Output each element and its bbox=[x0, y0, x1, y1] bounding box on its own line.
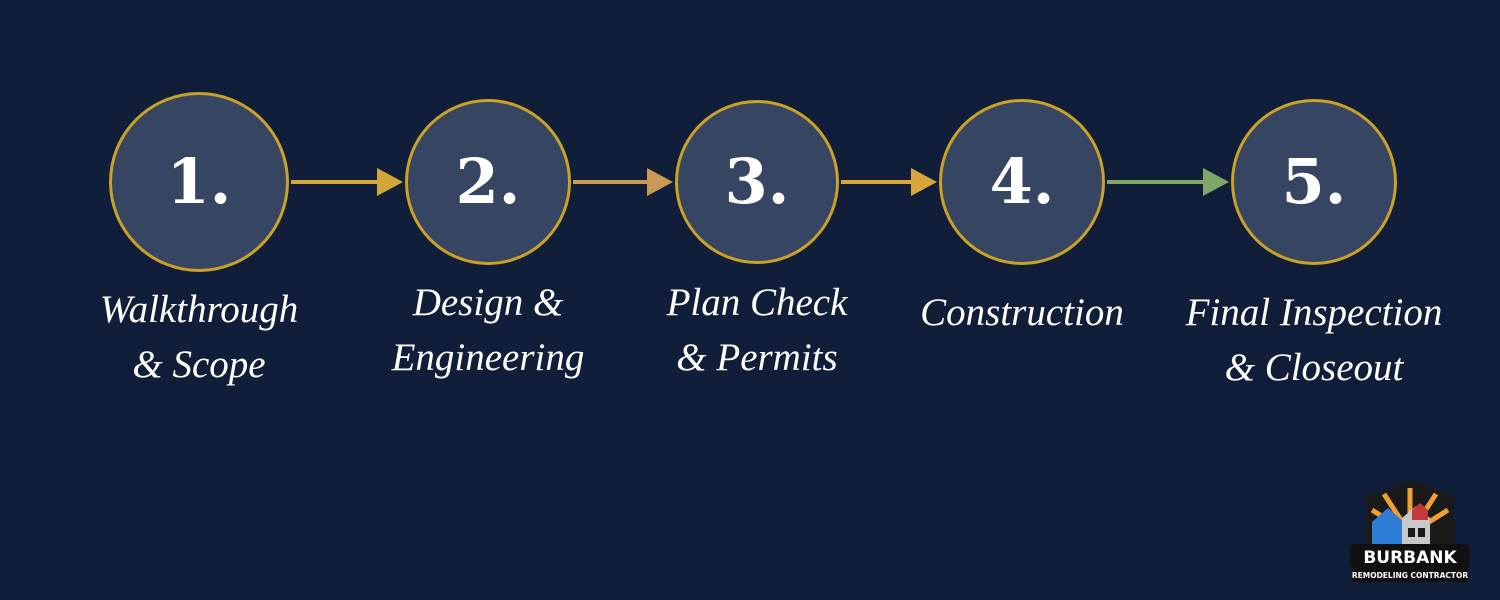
logo-tagline: REMODELING CONTRACTOR bbox=[1352, 571, 1469, 580]
step-circle: 1. bbox=[109, 92, 289, 272]
step-number: 4. bbox=[989, 145, 1055, 218]
step-number: 5. bbox=[1281, 145, 1347, 218]
burbank-logo: BURBANK REMODELING CONTRACTOR bbox=[1348, 478, 1472, 586]
logo-name: BURBANK bbox=[1363, 548, 1457, 568]
step-label: Plan Check & Permits bbox=[666, 281, 848, 379]
step-label: Final Inspection & Closeout bbox=[1185, 291, 1443, 389]
arrow-head-3 bbox=[911, 168, 937, 196]
step-number: 2. bbox=[455, 145, 521, 218]
arrow-head-4 bbox=[1203, 168, 1229, 196]
step-circle: 3. bbox=[675, 100, 839, 264]
step-circle: 5. bbox=[1231, 99, 1397, 265]
arrow-head-2 bbox=[647, 168, 673, 196]
step-number: 3. bbox=[724, 145, 790, 218]
house-sunburst-icon: BURBANK REMODELING CONTRACTOR bbox=[1350, 480, 1470, 582]
step-number: 1. bbox=[166, 145, 232, 218]
step-circle: 4. bbox=[939, 99, 1105, 265]
step-label: Walkthrough & Scope bbox=[99, 288, 299, 386]
step-label: Construction bbox=[920, 291, 1124, 334]
arrow-head-1 bbox=[377, 168, 403, 196]
step-label: Design & Engineering bbox=[391, 281, 585, 379]
step-circle: 2. bbox=[405, 99, 571, 265]
